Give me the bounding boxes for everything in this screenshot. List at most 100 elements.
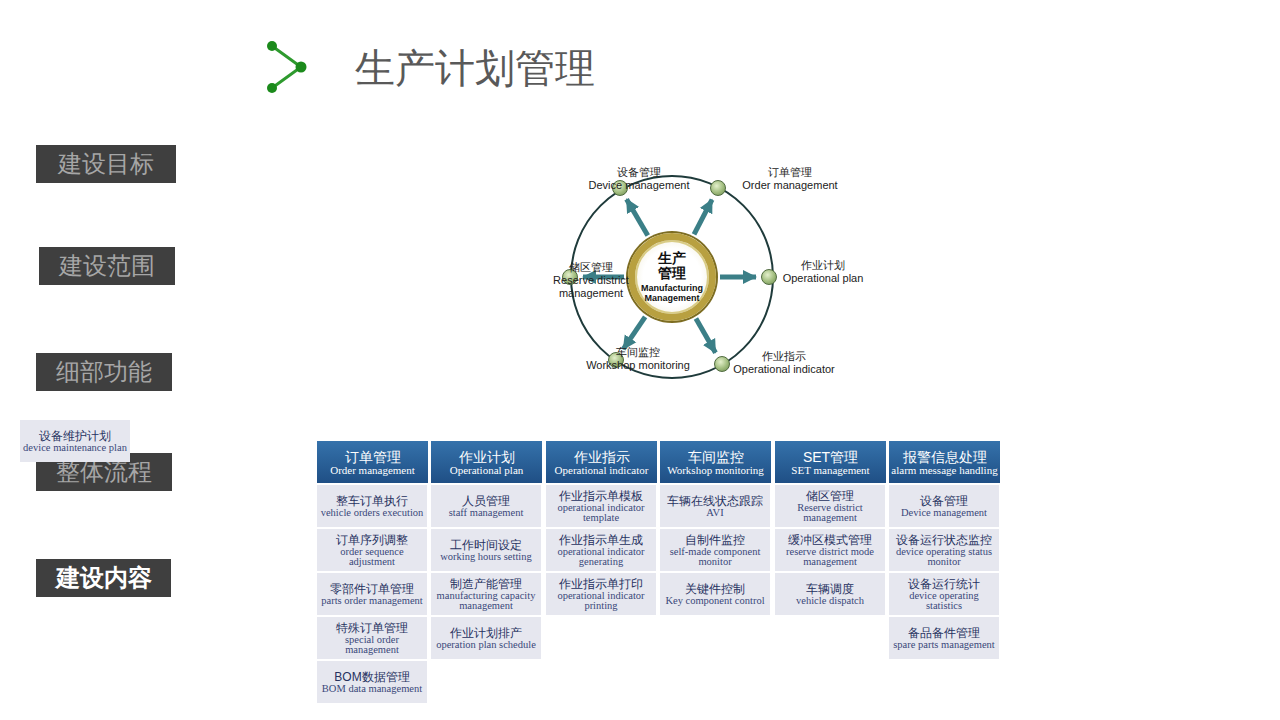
cell-cn: 特殊订单管理 — [336, 621, 408, 635]
module-label-cn: 设备管理 — [587, 165, 691, 179]
table-cell: 设备维护计划device maintenance plan — [20, 420, 130, 462]
cell-cn: 车辆调度 — [806, 582, 854, 596]
menu-label: 建设目标 — [52, 149, 160, 179]
table-cell: 工作时间设定working hours setting — [431, 529, 541, 571]
table-header: 报警信息处理alarm message handling — [889, 441, 1000, 483]
cell-cn: 人员管理 — [462, 494, 510, 508]
table-cell: 作业指示单生成operational indicator generating — [546, 529, 656, 571]
table-cell: 设备管理Device management — [889, 485, 999, 527]
cell-cn: 设备运行状态监控 — [896, 533, 992, 547]
table-cell: 整车订单执行vehicle orders execution — [317, 485, 427, 527]
cell-en: vehicle dispatch — [793, 596, 867, 606]
cell-en: device maintenance plan — [20, 443, 130, 453]
cell-en: order sequence adjustment — [317, 547, 427, 567]
cell-en: manufacturing capacity management — [431, 591, 541, 611]
arrow-connector — [627, 199, 648, 235]
cell-en: vehicle orders execution — [318, 508, 427, 518]
arrow-connector — [720, 275, 756, 280]
cell-en: working hours setting — [437, 552, 535, 562]
table-header: 车间监控Workshop monitoring — [660, 441, 771, 483]
header-en: Order management — [328, 465, 417, 476]
menu-item: 建设内容 — [36, 559, 171, 597]
table-cell: 订单序列调整order sequence adjustment — [317, 529, 427, 571]
icon-dot — [267, 41, 277, 51]
table-cell: 设备运行统计device operating statistics — [889, 573, 999, 615]
table-header: 作业指示Operational indicator — [546, 441, 657, 483]
cell-en: staff management — [446, 508, 527, 518]
table-cell: 设备运行状态监控device operating status monitor — [889, 529, 999, 571]
slide-title: 生产计划管理 — [355, 42, 595, 94]
header-cn: 订单管理 — [345, 449, 401, 465]
module-label-cn: 作业计划 — [780, 258, 866, 272]
cell-cn: 作业计划排产 — [450, 626, 522, 640]
header-en: Operational plan — [448, 465, 526, 476]
cell-cn: 订单序列调整 — [336, 533, 408, 547]
table-cell: 特殊订单管理special order management — [317, 617, 427, 659]
table-cell: 自制件监控self-made component monitor — [660, 529, 770, 571]
module-dot: 车间监控Workshop monitoring — [608, 352, 624, 368]
module-dot: 作业指示Operational indicator — [714, 356, 730, 372]
cell-en: Reserve district management — [775, 503, 885, 523]
table-cell: 关键件控制Key component control — [660, 573, 770, 615]
header-cn: SET管理 — [803, 449, 858, 465]
cell-en: Device management — [898, 508, 990, 518]
header-cn: 作业指示 — [574, 449, 630, 465]
menu-label: 建设内容 — [50, 563, 158, 593]
cell-cn: 缓冲区模式管理 — [788, 533, 872, 547]
module-label-en: Reserve district management — [549, 274, 633, 300]
module-label-en: Order management — [738, 179, 842, 192]
title-icon — [267, 41, 307, 93]
header-en: Operational indicator — [553, 465, 651, 476]
cell-en: special order management — [317, 635, 427, 655]
table-cell: 制造产能管理manufacturing capacity management — [431, 573, 541, 615]
header-en: Workshop monitoring — [665, 465, 766, 476]
cell-cn: 作业指示单模板 — [559, 489, 643, 503]
cell-en: reserve district mode management — [775, 547, 885, 567]
cell-en: spare parts management — [890, 640, 997, 650]
module-label: 车间监控Workshop monitoring — [583, 345, 693, 372]
table-cell: 作业指示单打印operational indicator printing — [546, 573, 656, 615]
table-header: SET管理SET management — [775, 441, 886, 483]
module-dot: 设备管理Device management — [612, 180, 628, 196]
arrow-connector — [696, 319, 716, 353]
cell-cn: 自制件监控 — [685, 533, 745, 547]
table-header: 作业计划Operational plan — [431, 441, 542, 483]
module-label-cn: 储区管理 — [549, 260, 633, 274]
module-label: 储区管理Reserve district management — [549, 260, 633, 300]
menu-item: 细部功能 — [36, 353, 172, 391]
cell-cn: 设备维护计划 — [39, 429, 111, 443]
table-cell: 车辆调度vehicle dispatch — [775, 573, 885, 615]
cell-en: AVI — [703, 508, 726, 518]
cell-en: device operating statistics — [889, 591, 999, 611]
module-label-en: Operational indicator — [729, 363, 839, 376]
hub-title: 生产 管理 — [656, 251, 688, 281]
header-cn: 报警信息处理 — [903, 449, 987, 465]
module-label: 作业计划Operational plan — [780, 258, 866, 285]
module-label-cn: 作业指示 — [729, 349, 839, 363]
cell-en: operation plan schedule — [433, 640, 539, 650]
menu-label: 建设范围 — [53, 251, 161, 281]
table-cell: 人员管理staff management — [431, 485, 541, 527]
table-cell: 储区管理Reserve district management — [775, 485, 885, 527]
cell-en: Key component control — [662, 596, 767, 606]
menu-item: 建设范围 — [39, 247, 175, 285]
table-cell: 作业指示单模板operational indicator template — [546, 485, 656, 527]
hub-subtitle: Manufacturing Management — [637, 283, 707, 303]
menu-label: 细部功能 — [50, 357, 158, 387]
cell-en: operational indicator generating — [546, 547, 656, 567]
cell-en: self-made component monitor — [660, 547, 770, 567]
cell-cn: 作业指示单生成 — [559, 533, 643, 547]
cell-cn: 关键件控制 — [685, 582, 745, 596]
cell-cn: 车辆在线状态跟踪 — [667, 494, 763, 508]
cell-en: parts order management — [318, 596, 425, 606]
cell-en: operational indicator template — [546, 503, 656, 523]
table-cell: 备品备件管理spare parts management — [889, 617, 999, 659]
header-en: alarm message handling — [889, 465, 999, 476]
table-header: 订单管理Order management — [317, 441, 428, 483]
table-cell: 车辆在线状态跟踪AVI — [660, 485, 770, 527]
module-dot: 储区管理Reserve district management — [562, 269, 578, 285]
cell-cn: 设备运行统计 — [908, 577, 980, 591]
cell-cn: 制造产能管理 — [450, 577, 522, 591]
cell-en: BOM data management — [319, 684, 425, 694]
